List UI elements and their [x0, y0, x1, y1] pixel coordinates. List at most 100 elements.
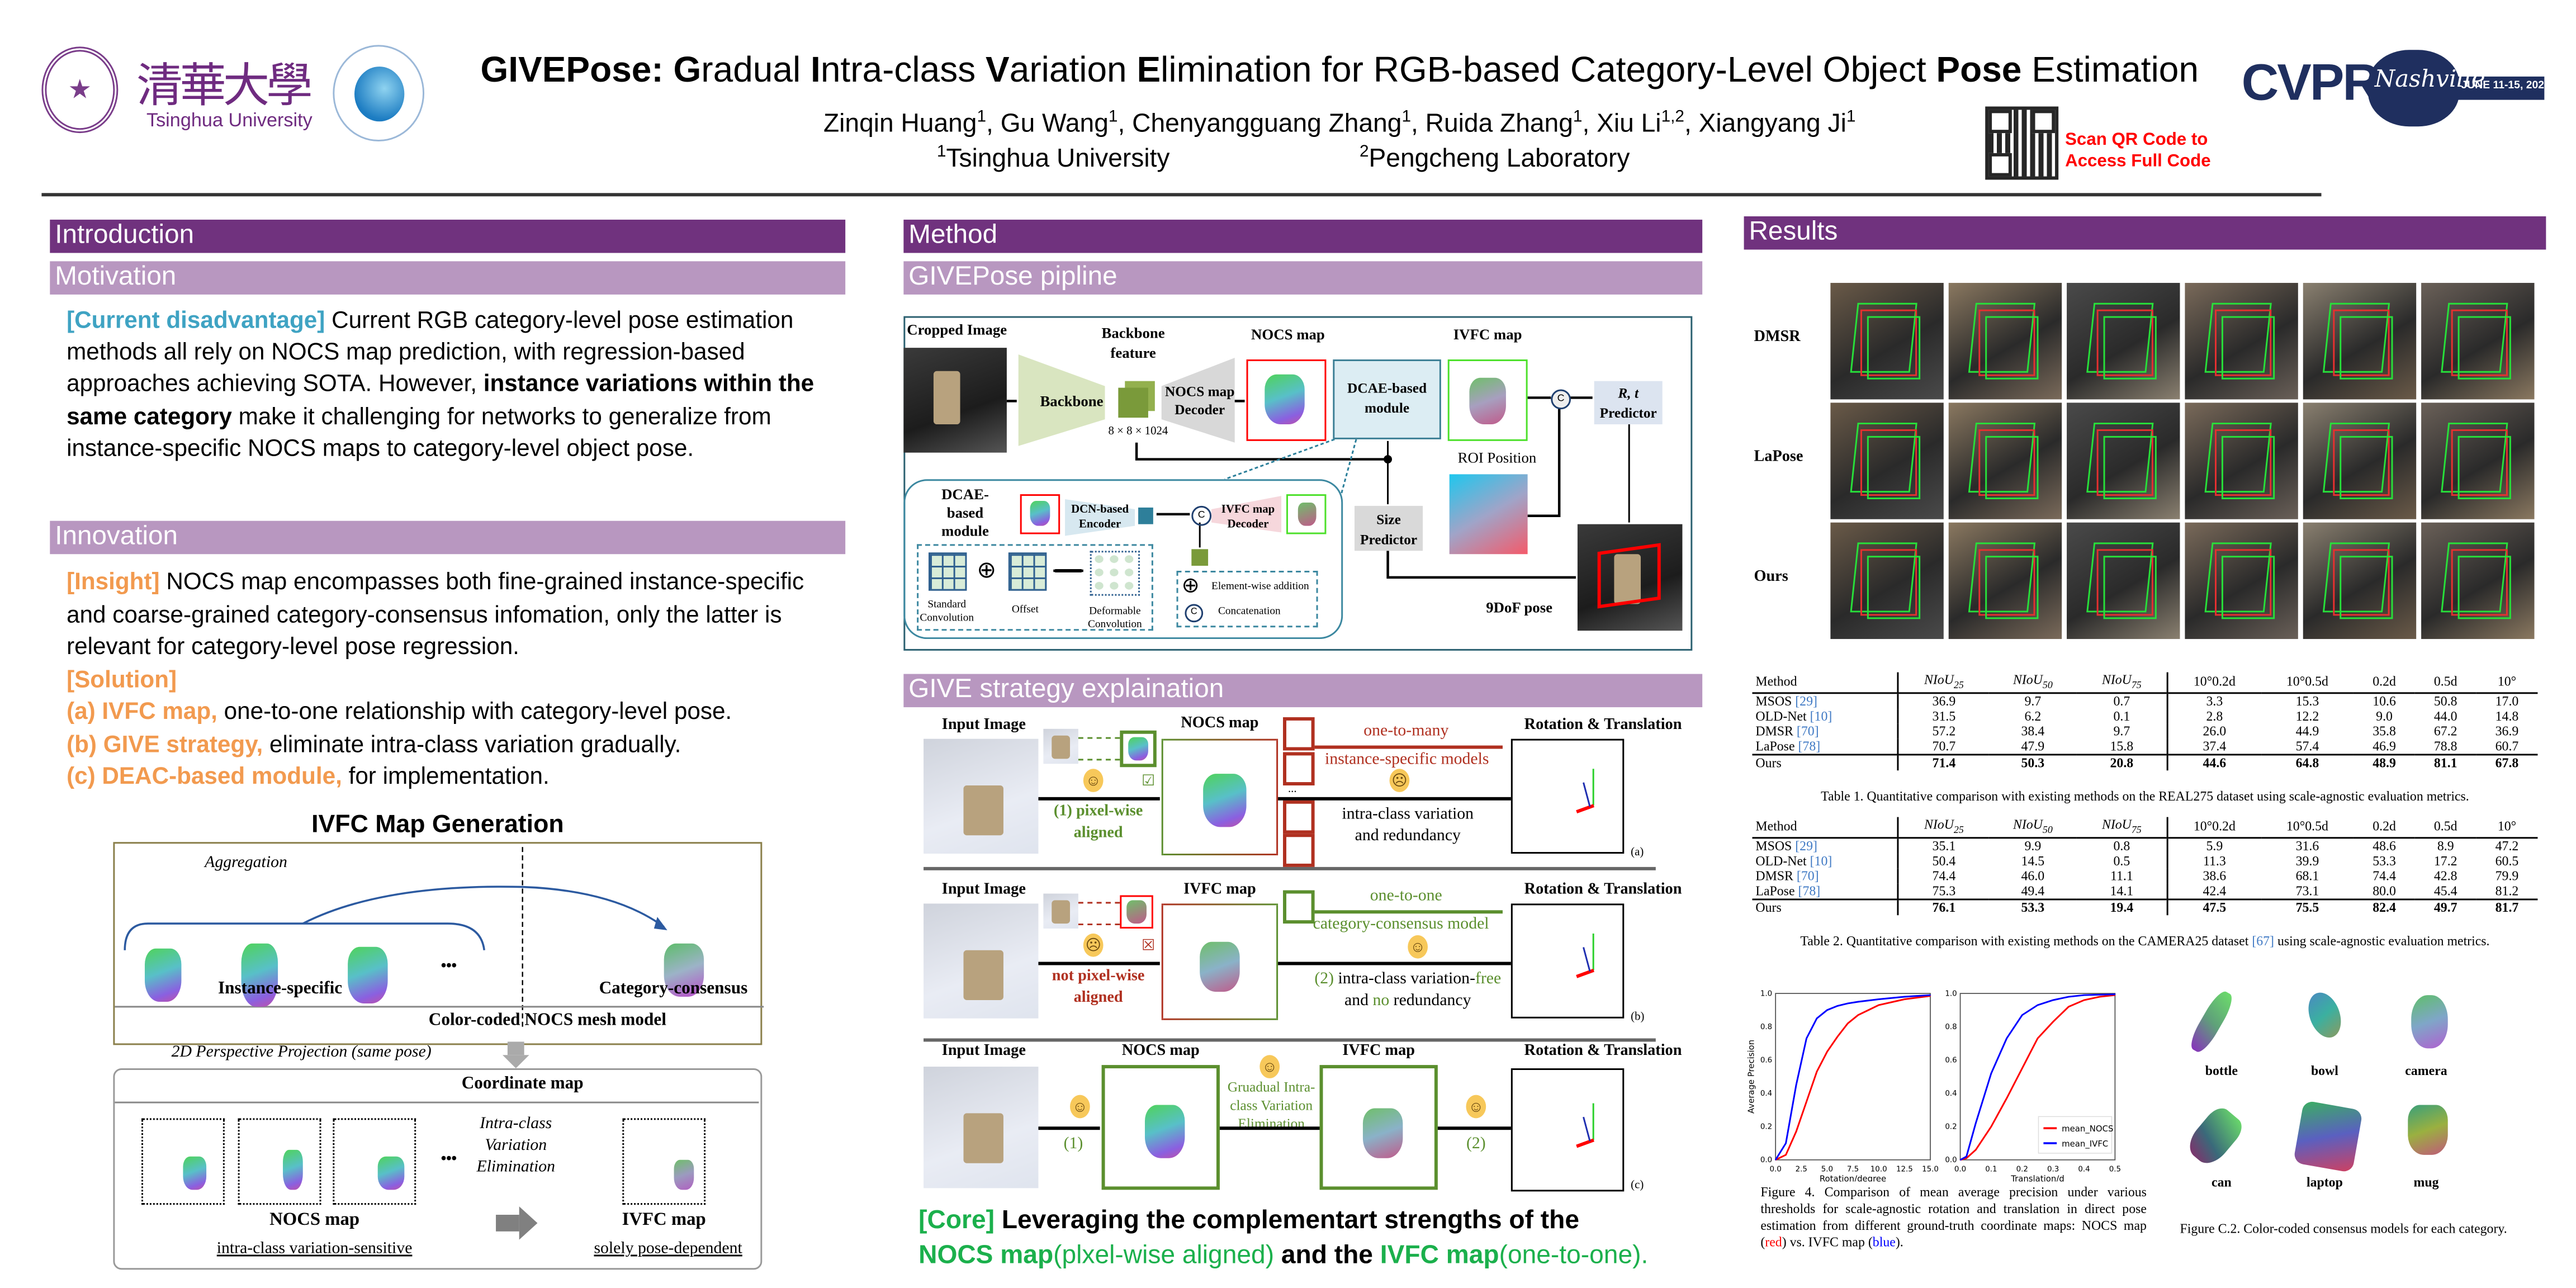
tsinghua-cn-logo: 清華大學 [136, 58, 313, 113]
pose-result-image [1577, 524, 1683, 631]
row-label: DMSR [1754, 329, 1801, 347]
method-cell: OLD-Net [10] [1755, 853, 1832, 868]
happy-face-icon: ☺ [1466, 1095, 1486, 1119]
value-cell: 14.1 [2110, 883, 2134, 898]
subsection-motivation: Motivation [50, 261, 846, 295]
value-cell: 9.9 [2024, 838, 2042, 853]
value-cell: 11.1 [2110, 868, 2133, 883]
value-cell: 71.4 [1897, 754, 1989, 770]
result-image [1830, 283, 1944, 400]
data-point [1836, 1036, 1838, 1038]
result-image [2185, 522, 2298, 640]
y-axis-label: Average Precision [1746, 1040, 1756, 1114]
data-point [2037, 1038, 2038, 1039]
method-cell: LaPose [78] [1755, 883, 1821, 898]
roi-position-map [1449, 474, 1528, 555]
x-tick-label: 12.5 [1896, 1166, 1913, 1174]
value-cell: 42.4 [2166, 883, 2261, 899]
author-affiliation-mark: 1 [1846, 108, 1856, 127]
value-cell: 12.2 [2295, 708, 2319, 723]
value-cell: 0.1 [2113, 708, 2130, 723]
value-cell: 57.2 [1897, 723, 1989, 738]
data-point [2037, 1005, 2038, 1006]
title-part: GIVEPose: [480, 50, 674, 90]
value-cell: 31.5 [1897, 708, 1989, 723]
pose-axes-box-b [1510, 903, 1625, 1019]
result-image [1830, 402, 1944, 519]
method-cell: DMSR [70] [1755, 868, 1819, 883]
check-icon: ☑ [1142, 772, 1156, 789]
happy-face-icon: ☺ [1259, 1055, 1280, 1078]
method-cell: MSOS [29] [1755, 693, 1817, 708]
section-results: Results [1744, 216, 2546, 250]
method-cell: LaPose [78] [1755, 738, 1821, 754]
data-point [1857, 1001, 1859, 1002]
value-cell: 79.9 [2495, 868, 2519, 883]
value-cell: 9.0 [2376, 708, 2393, 723]
series-line-mean_NOCS [1775, 995, 1931, 1161]
value-cell: 2.8 [2166, 708, 2261, 723]
value-cell: 0.8 [2113, 838, 2130, 853]
x-tick-label: 0.0 [1954, 1166, 1966, 1174]
column-header: 10°0.5d [2286, 819, 2328, 835]
data-point [2068, 996, 2070, 997]
data-point [1966, 1157, 1967, 1159]
column-header: Method [1755, 819, 1797, 835]
innovation-text: [Insight] NOCS map encompasses both fine… [67, 569, 804, 790]
label-9dof-pose: 9DoF pose [1486, 599, 1553, 616]
data-point [1991, 1073, 1992, 1074]
data-point [1826, 1051, 1828, 1053]
method-cell: MSOS [29] [1755, 838, 1817, 853]
author-affiliation-mark: 1 [977, 108, 987, 127]
down-arrow-icon [507, 1041, 524, 1055]
panel-divider [924, 1038, 1656, 1041]
arrow-icon [1055, 569, 1082, 572]
value-cell: 31.6 [2295, 838, 2319, 853]
column-header: NIoU50 [2012, 672, 2053, 692]
category-label: camera [2405, 1063, 2447, 1078]
data-point [2099, 996, 2100, 997]
dcae-detail-box [903, 479, 1343, 640]
method-cell: Ours [1755, 755, 1782, 770]
column-header: 10°0.2d [2166, 672, 2261, 693]
value-cell: 47.5 [2166, 898, 2261, 915]
y-tick-label: 0.8 [1760, 1023, 1772, 1031]
title-part: ariation [1009, 50, 1137, 90]
data-point [1878, 998, 1879, 1000]
backbone-block: Backbone [1040, 392, 1104, 410]
plot-frame [1775, 993, 1931, 1161]
value-cell: 81.1 [2433, 755, 2457, 770]
value-cell: 67.8 [2495, 755, 2519, 770]
value-cell: 36.9 [1897, 692, 1989, 708]
column-header: 0.2d [2373, 674, 2396, 690]
y-tick-label: 0.2 [1760, 1123, 1772, 1131]
value-cell: 47.9 [2021, 738, 2045, 754]
qr-code[interactable] [1985, 106, 2059, 180]
data-point [1975, 1123, 1977, 1124]
section-introduction: Introduction [50, 219, 846, 253]
column-header: NIoU75 [2101, 672, 2142, 692]
data-point [1806, 1038, 1807, 1039]
data-point [1903, 998, 1905, 1000]
concat-icon: C [1551, 389, 1571, 410]
ivfc-map-thumb [622, 1118, 706, 1205]
column-header: 10° [2497, 819, 2517, 835]
plot-frame [1959, 993, 2116, 1161]
x-tick-label: 0.2 [2016, 1166, 2028, 1174]
input-image-c [924, 1067, 1039, 1188]
value-cell: 75.5 [2295, 899, 2319, 915]
value-cell: 53.3 [2021, 899, 2045, 915]
label-roi-position: ROI Position [1457, 449, 1537, 466]
